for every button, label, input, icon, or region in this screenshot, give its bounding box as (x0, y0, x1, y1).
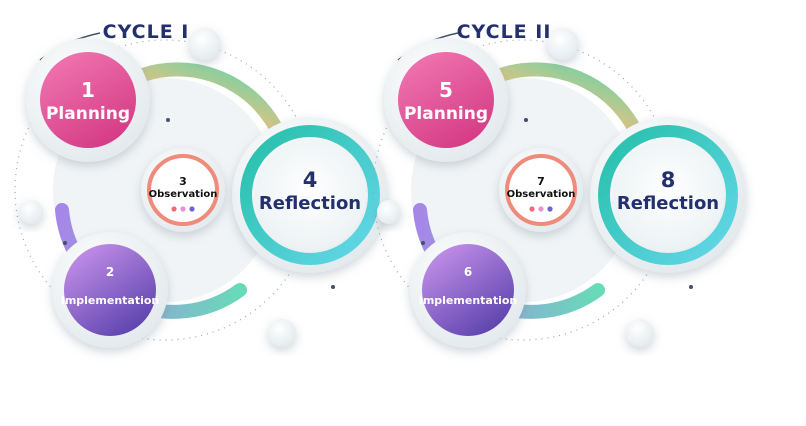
cycle-2-reflection-number: 8 (660, 168, 676, 192)
cycle-2-observation-number: 7 (537, 175, 545, 188)
cycle-1-planning-label: Planning (45, 104, 131, 124)
cycle-1-implementation-label: Implementation (60, 294, 160, 307)
cycle-2-planning-label: Planning (403, 104, 489, 124)
cycle-1-observation-number: 3 (179, 175, 187, 188)
cycle-1-implementation-number: 2 (105, 265, 115, 279)
cycle-2-implementation-number: 6 (463, 265, 473, 279)
cycle-1-reflection-label: Reflection (258, 193, 362, 214)
cycle-1-title: CYCLE I (102, 21, 190, 43)
cycle-2-reflection-label: Reflection (616, 193, 720, 214)
cycle-1-reflection-number: 4 (302, 168, 318, 192)
cycle-1-observation-label: Observation (148, 189, 218, 200)
cycle-2-observation-label: Observation (506, 189, 576, 200)
cycle-2-implementation-label: Implementation (418, 294, 518, 307)
cycle-1-planning-number: 1 (81, 78, 95, 102)
cycle-2-planning-number: 5 (439, 78, 453, 102)
cycle-2-title: CYCLE II (456, 21, 552, 43)
